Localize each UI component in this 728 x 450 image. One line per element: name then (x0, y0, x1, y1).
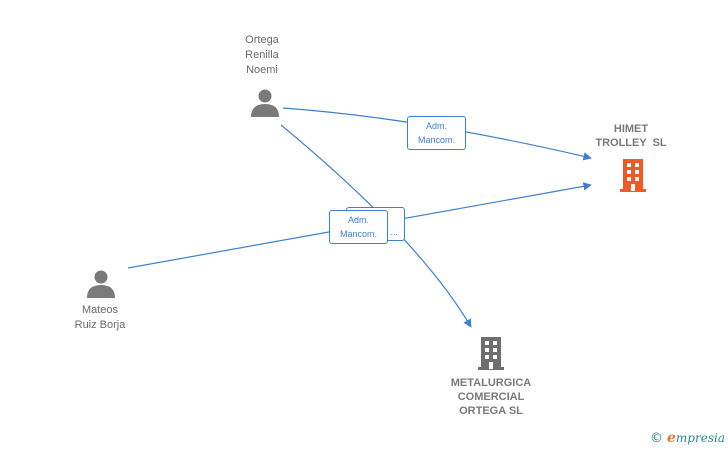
edge-label-line: Mancom. (339, 229, 377, 239)
edge-label-mateos-himet[interactable]: Adm. Mancom. (329, 210, 388, 244)
node-label-line: TROLLEY SL (595, 137, 667, 149)
node-label-line: ORTEGA SL (459, 405, 523, 417)
brand-initial: e (667, 430, 676, 446)
node-label-line: COMERCIAL (457, 391, 525, 403)
node-label-line: Mateos (81, 304, 119, 316)
node-label-line: Ruiz Borja (74, 319, 126, 331)
brand-name: mpresia (675, 431, 725, 445)
edge-label-ellipsis: ... (390, 227, 398, 237)
edge-label-line: Adm. (425, 121, 447, 131)
person-name-mateos[interactable]: Mateos Ruiz Borja (55, 303, 145, 333)
company-name-himet[interactable]: HIMET TROLLEY SL (576, 122, 686, 150)
person-icon[interactable] (86, 269, 116, 299)
building-icon[interactable] (476, 336, 506, 370)
building-icon[interactable] (618, 158, 648, 192)
empresia-watermark: © empresia (650, 430, 725, 448)
edge-label-ortega-himet[interactable]: Adm. Mancom. (407, 116, 466, 150)
edge-label-line: Mancom. (417, 135, 455, 145)
node-label-line: Renilla (245, 49, 279, 61)
company-name-metalurgica[interactable]: METALURGICA COMERCIAL ORTEGA SL (436, 376, 546, 418)
edge-label-line: Adm. (347, 215, 369, 225)
copyright-symbol: © (650, 431, 663, 446)
node-label-line: Noemi (246, 64, 278, 76)
person-icon[interactable] (250, 88, 280, 118)
node-label-line: HIMET (613, 123, 649, 135)
person-name-ortega[interactable]: Ortega Renilla Noemi (222, 33, 302, 78)
node-label-line: Ortega (245, 34, 279, 46)
node-label-line: METALURGICA (450, 377, 532, 389)
